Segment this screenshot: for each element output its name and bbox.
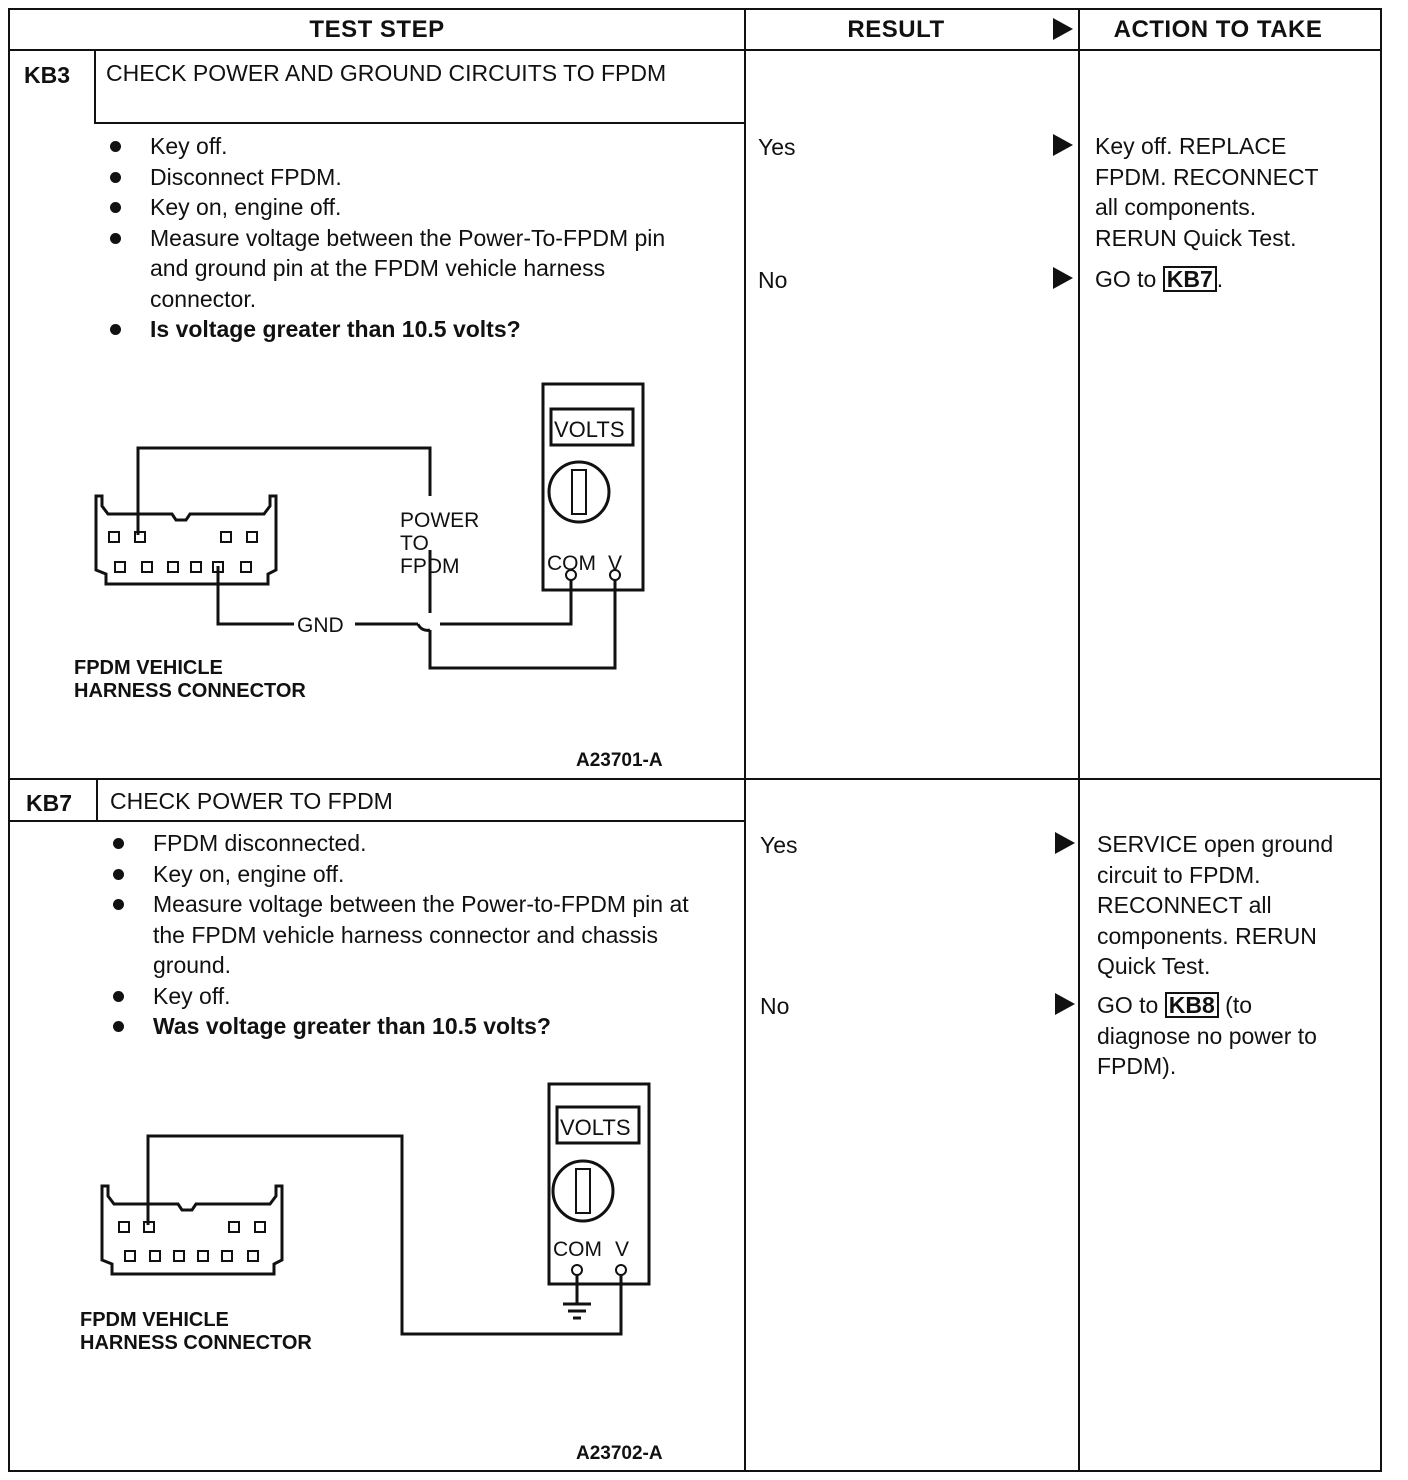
kb7-power-wire <box>146 1134 623 1336</box>
step-kb7-title: CHECK POWER TO FPDM <box>110 788 393 814</box>
kb7-result-no: No <box>760 993 790 1019</box>
step-kb3-heading-underline <box>94 122 744 124</box>
kb7-v-label: V <box>615 1238 629 1261</box>
row-divider <box>10 778 1380 780</box>
kb7-ground-symbol <box>563 1302 591 1320</box>
kb7-connector-label-line2: HARNESS CONNECTOR <box>80 1332 312 1354</box>
instruction-item: Key on, engine off. <box>109 859 719 890</box>
kb7-reference-link[interactable]: KB7 <box>1162 266 1217 292</box>
kb3-power-label-line3: FPDM <box>400 555 460 578</box>
kb3-power-label-line1: POWER <box>400 509 479 532</box>
instruction-item: Key on, engine off. <box>106 192 666 223</box>
kb3-wiring-diagram: VOLTS COM V POWER TO FPDM GND FPDM VEHIC… <box>74 382 663 771</box>
header-divider <box>10 49 1380 51</box>
step-kb7-id: KB7 <box>26 790 73 816</box>
kb3-connector-shape <box>94 494 278 586</box>
kb3-v-lead <box>428 580 617 670</box>
kb3-com-label: COM <box>547 552 596 575</box>
instruction-item: Key off. <box>106 131 666 162</box>
step-kb7-heading-underline <box>10 820 744 822</box>
instruction-item: Measure voltage between the Power-to-FPD… <box>109 889 719 981</box>
instruction-item: Key off. <box>109 981 719 1012</box>
kb7-connector-label-line1: FPDM VEHICLE <box>80 1309 229 1331</box>
kb7-connector-shape <box>100 1184 284 1276</box>
kb3-result-no: No <box>758 267 788 293</box>
kb3-v-label: V <box>608 552 622 575</box>
step-kb3-id-divider <box>94 51 96 123</box>
kb3-gnd-label: GND <box>297 614 344 637</box>
kb3-figure-id: A23701-A <box>576 750 663 771</box>
header-result: RESULT <box>847 16 945 43</box>
step-kb7-instructions: FPDM disconnected. Key on, engine off. M… <box>109 828 719 1042</box>
kb8-reference-link[interactable]: KB8 <box>1164 992 1219 1018</box>
kb7-voltmeter-display <box>555 1105 641 1145</box>
header-arrow-icon <box>1053 18 1073 40</box>
kb7-action-no: GO to KB8 (to diagnose no power to FPDM)… <box>1097 992 1317 1079</box>
column-divider-result <box>744 10 746 1470</box>
instruction-question: Is voltage greater than 10.5 volts? <box>106 314 666 345</box>
instruction-item: Measure voltage between the Power-To-FPD… <box>106 223 666 315</box>
kb7-meter-label: VOLTS <box>560 1115 631 1140</box>
column-divider-action <box>1078 10 1080 1470</box>
kb3-voltmeter-body <box>541 382 645 592</box>
instruction-question: Was voltage greater than 10.5 volts? <box>109 1011 719 1042</box>
kb7-figure-id: A23702-A <box>576 1443 663 1464</box>
kb7-result-yes: Yes <box>760 832 798 858</box>
kb3-yes-arrow-icon <box>1053 134 1073 156</box>
kb3-action-yes: Key off. REPLACE FPDM. RECONNECT all com… <box>1095 133 1319 251</box>
kb3-result-yes: Yes <box>758 134 796 160</box>
kb3-gnd-wire <box>216 566 294 626</box>
kb7-wiring-diagram: VOLTS COM V FPDM VEHICLE HARNESS CONNECT… <box>80 1082 663 1464</box>
step-kb3-id: KB3 <box>24 62 71 88</box>
kb3-wire-crossover <box>416 623 431 632</box>
step-kb3-instructions: Key off. Disconnect FPDM. Key on, engine… <box>106 131 666 345</box>
kb7-com-label: COM <box>553 1238 602 1261</box>
kb3-meter-label: VOLTS <box>554 417 625 442</box>
header-test-step: TEST STEP <box>309 16 445 43</box>
kb3-action-no: GO to KB7. <box>1095 266 1224 292</box>
step-kb7-id-divider <box>96 780 98 820</box>
diagnostic-table: TEST STEP RESULT ACTION TO TAKE KB3 CHEC… <box>8 8 1382 1472</box>
kb3-connector-label-line2: HARNESS CONNECTOR <box>74 680 306 702</box>
instruction-item: Disconnect FPDM. <box>106 162 666 193</box>
kb3-power-wire <box>136 446 432 535</box>
instruction-item: FPDM disconnected. <box>109 828 719 859</box>
header-action: ACTION TO TAKE <box>1113 16 1323 43</box>
kb7-action-yes: SERVICE open ground circuit to FPDM. REC… <box>1097 831 1334 979</box>
kb3-voltmeter-dial <box>547 460 611 524</box>
kb7-voltmeter-body <box>547 1082 651 1286</box>
kb7-voltmeter-dial <box>551 1159 615 1223</box>
kb3-no-arrow-icon <box>1053 267 1073 289</box>
kb7-no-arrow-icon <box>1055 993 1075 1015</box>
kb3-connector-label-line1: FPDM VEHICLE <box>74 657 223 679</box>
kb3-voltmeter-display <box>549 407 635 447</box>
kb3-power-label-line2: TO <box>400 532 429 555</box>
kb7-yes-arrow-icon <box>1055 832 1075 854</box>
step-kb3-title: CHECK POWER AND GROUND CIRCUITS TO FPDM <box>106 60 667 86</box>
